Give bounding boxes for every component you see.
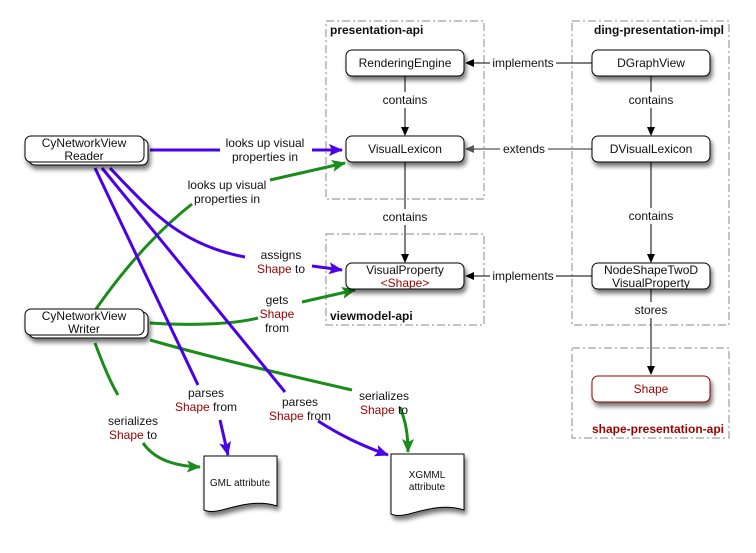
- edge-label: Shape: [260, 307, 295, 321]
- structural-edges: [401, 59, 655, 375]
- node-label: Reader: [64, 149, 103, 163]
- edge-label: implements: [492, 56, 553, 70]
- node-label: Writer: [68, 322, 100, 336]
- edge-label: properties in: [232, 150, 298, 164]
- edge-writer-serializes-xgmml-b: [398, 406, 414, 453]
- edge-label: parses: [188, 386, 224, 400]
- node-visual-property[interactable]: VisualProperty <Shape>: [345, 262, 465, 290]
- node-label: GML attribute: [210, 478, 271, 489]
- edge-label: serializes: [359, 389, 409, 403]
- dependency-edge-labels: looks up visual properties in looks up v…: [108, 136, 409, 442]
- edge-label: looks up visual: [226, 136, 305, 150]
- node-label: NodeShapeTwoD: [604, 263, 698, 277]
- edge-writer-serializes-gml-a: [93, 342, 120, 396]
- node-label: CyNetworkView: [42, 309, 127, 323]
- edge-writer-gets-b: [301, 287, 356, 304]
- node-label: XGMML: [409, 470, 446, 481]
- edge-writer-lookup-b: [269, 160, 346, 182]
- node-rendering-engine[interactable]: RenderingEngine: [345, 49, 465, 77]
- edge-label-parses-gml: Shape from: [175, 400, 237, 414]
- node-label: VisualProperty: [366, 263, 444, 277]
- edge-reader-parses-xgmml-b: [317, 419, 389, 457]
- node-label: Shape: [634, 382, 669, 396]
- group-label: ding-presentation-impl: [594, 23, 724, 37]
- group-shape-presentation-api: shape-presentation-api: [571, 347, 730, 439]
- node-visual-lexicon[interactable]: VisualLexicon: [345, 135, 465, 163]
- edge-label: gets: [266, 293, 289, 307]
- edge-label: contains: [383, 210, 428, 224]
- edge-label: stores: [635, 303, 668, 317]
- edge-label: contains: [629, 209, 674, 223]
- node-gml-attribute-document[interactable]: GML attribute: [203, 455, 278, 512]
- node-shape[interactable]: Shape: [591, 375, 711, 403]
- node-dgraph-view[interactable]: DGraphView: [591, 49, 711, 77]
- edge-writer-serializes-xgmml-a: [149, 338, 353, 392]
- structural-edge-labels: implements contains contains extends con…: [380, 55, 676, 318]
- edge-reader-assigns-a: [108, 166, 246, 259]
- edge-label: assigns: [261, 248, 302, 262]
- edge-writer-lookup-a: [94, 202, 193, 310]
- edge-label: properties in: [194, 192, 260, 206]
- group-label: presentation-api: [330, 23, 423, 37]
- node-xgmml-attribute-document[interactable]: XGMML attribute: [390, 453, 465, 516]
- edge-label-assigns: Shape to: [257, 262, 305, 276]
- node-cynetworkview-writer[interactable]: CyNetworkView Writer: [24, 308, 149, 339]
- node-cynetworkview-reader[interactable]: CyNetworkView Reader: [24, 135, 149, 166]
- edge-label-serializes-gml: Shape to: [109, 428, 157, 442]
- node-dvisual-lexicon[interactable]: DVisualLexicon: [591, 135, 711, 163]
- edge-label: contains: [383, 93, 428, 107]
- writer-edges: [93, 160, 414, 473]
- edge-label: from: [265, 321, 289, 335]
- edge-label: implements: [492, 269, 553, 283]
- node-label: VisualProperty: [612, 276, 690, 290]
- edge-label-serializes-xgmml: Shape to: [360, 403, 408, 417]
- edge-label-parses-xgmml: Shape from: [269, 409, 331, 423]
- group-label: shape-presentation-api: [592, 422, 724, 436]
- node-label-generic: <Shape>: [381, 276, 430, 290]
- edge-writer-gets-a: [149, 316, 259, 326]
- edge-reader-parses-xgmml-a: [100, 167, 287, 393]
- node-label: attribute: [409, 482, 446, 493]
- edge-reader-assigns-b: [311, 262, 343, 275]
- reader-edges: [93, 144, 389, 457]
- edge-reader-parses-gml-b: [218, 419, 231, 456]
- edge-label: serializes: [108, 414, 158, 428]
- edge-label: contains: [629, 93, 674, 107]
- node-nodeshape-visual-property[interactable]: NodeShapeTwoD VisualProperty: [591, 262, 711, 290]
- edge-writer-serializes-gml-b: [141, 442, 201, 473]
- node-label: RenderingEngine: [359, 56, 452, 70]
- group-presentation-api: presentation-api: [325, 20, 485, 200]
- edge-label: parses: [282, 395, 318, 409]
- group-viewmodel-api: viewmodel-api: [325, 233, 485, 326]
- node-label: CyNetworkView: [42, 136, 127, 150]
- group-label: viewmodel-api: [330, 309, 413, 323]
- edge-label: extends: [503, 142, 545, 156]
- edge-reader-parses-gml-a: [93, 167, 200, 386]
- node-label: DGraphView: [617, 56, 685, 70]
- node-label: VisualLexicon: [368, 142, 442, 156]
- node-label: DVisualLexicon: [610, 142, 693, 156]
- edge-label: looks up visual: [188, 178, 267, 192]
